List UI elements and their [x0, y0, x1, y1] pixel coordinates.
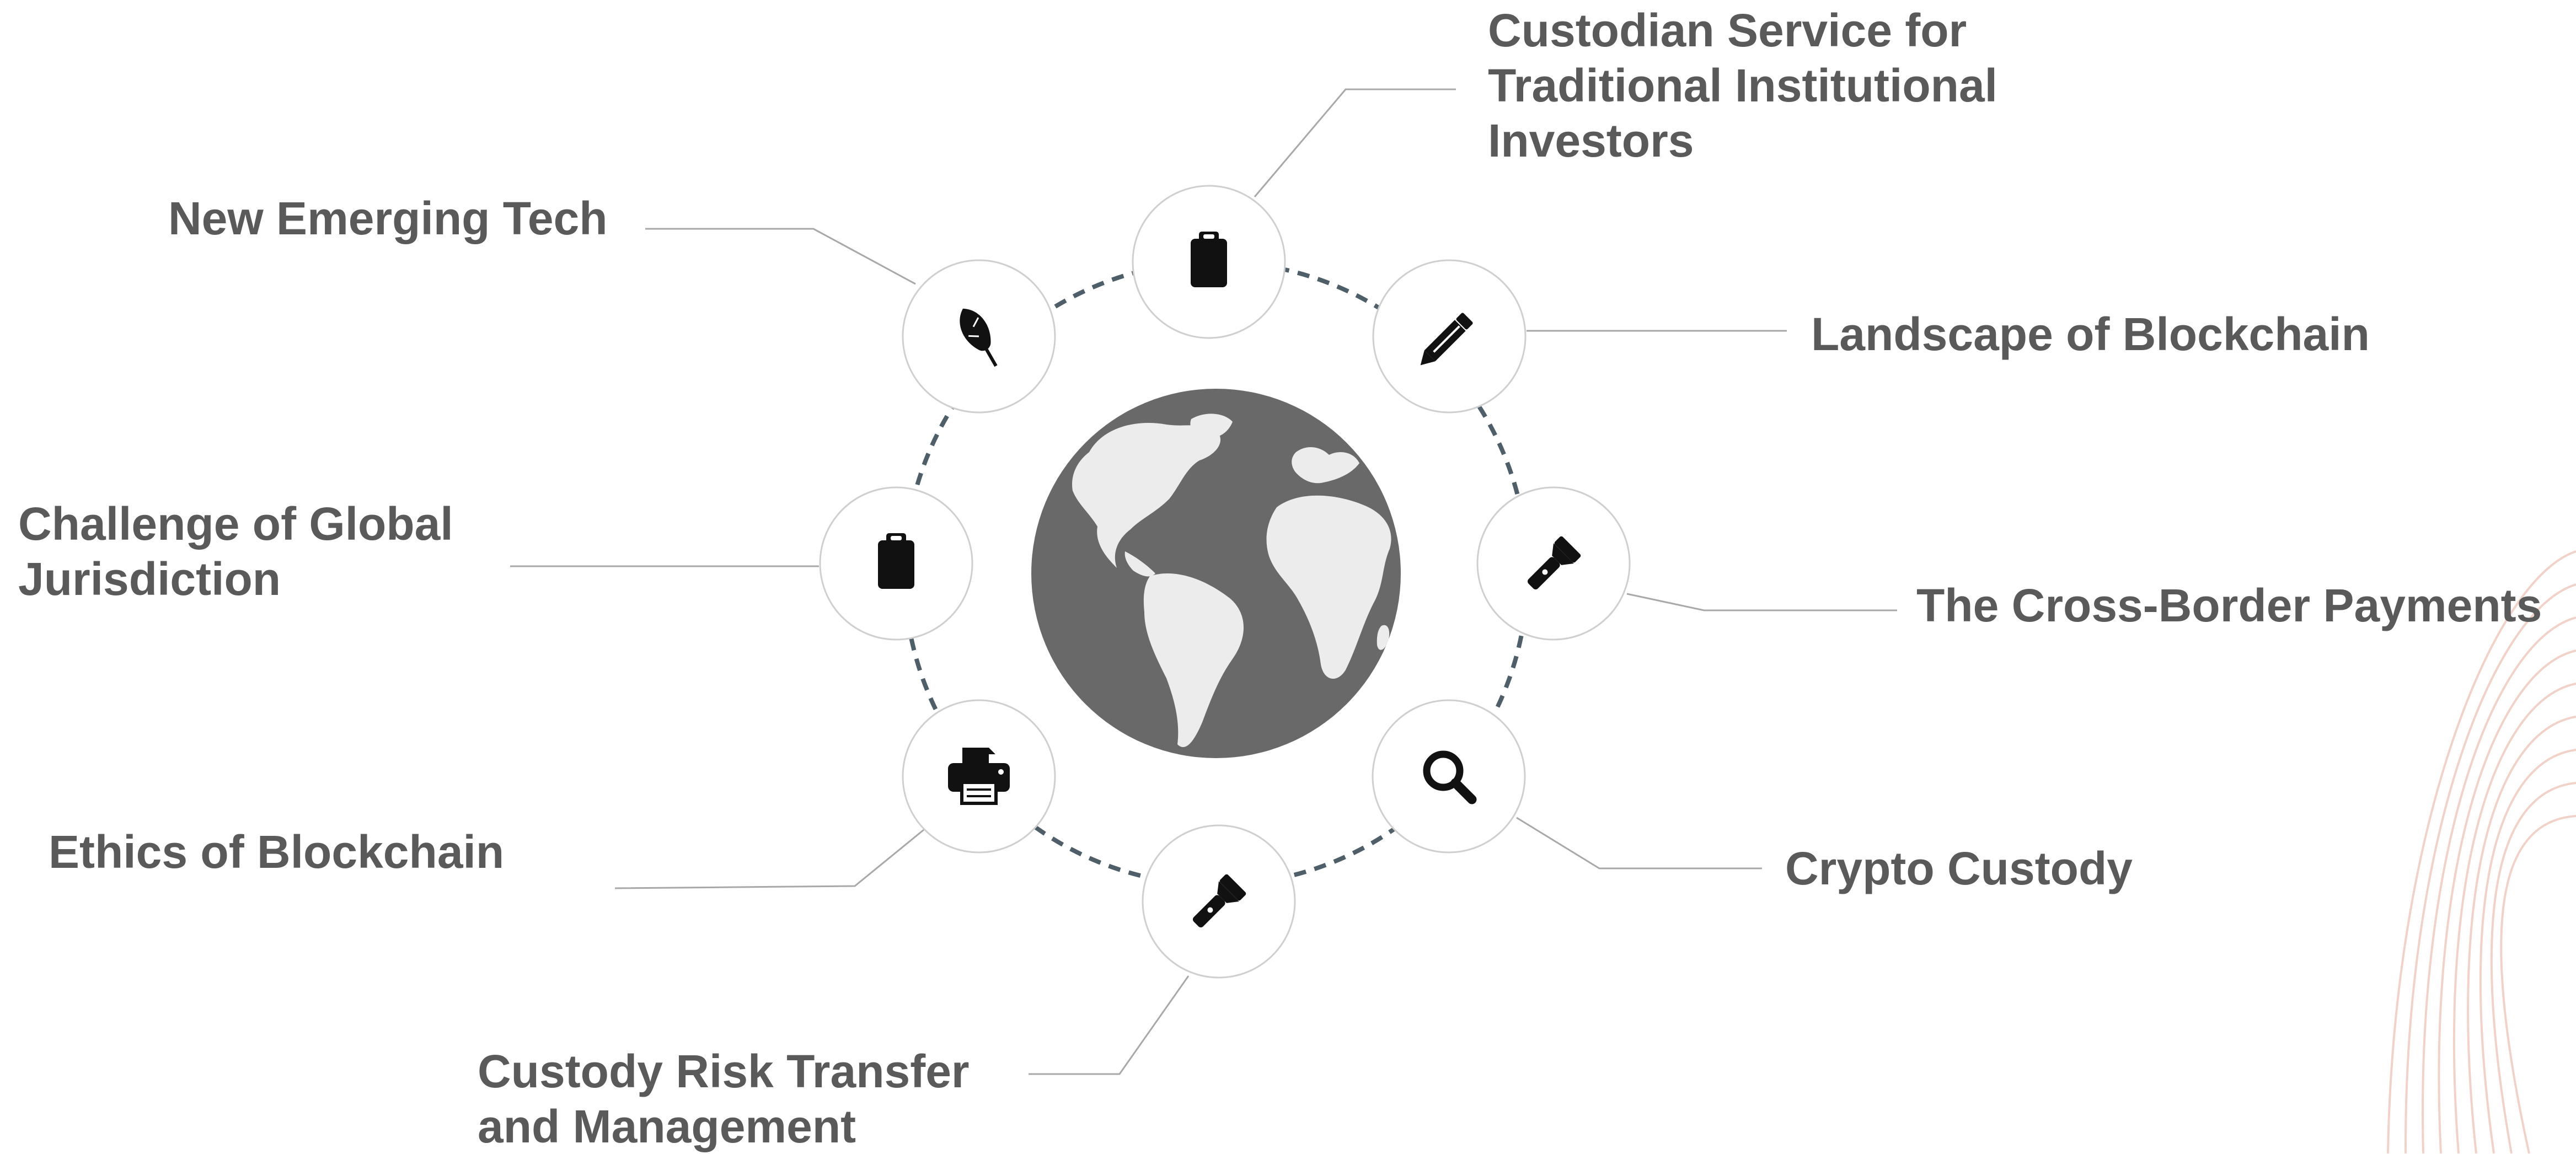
label-line: Custody Risk Transfer: [478, 1045, 970, 1097]
connector-line-custodian-service: [1254, 88, 1456, 197]
icon-nodes: [819, 185, 1631, 979]
label-crypto-custody: Crypto Custody: [1785, 841, 2133, 896]
clipboard-icon: [1191, 232, 1227, 287]
node-custodian-service: [1132, 185, 1286, 339]
decor-arc: [2404, 583, 2576, 1153]
connector-lines: [510, 88, 1897, 1075]
node-ethics-of-blockchain: [902, 699, 1056, 854]
label-cross-border-payments: The Cross-Border Payments: [1916, 578, 2542, 633]
connector-line-crypto-custody: [1516, 817, 1762, 869]
decor-arc: [2500, 815, 2576, 1153]
decor-arc: [2422, 616, 2576, 1153]
decor-arc: [2479, 749, 2576, 1153]
label-line: New Emerging Tech: [168, 192, 608, 244]
decor-arc: [2452, 683, 2576, 1153]
clipboard-icon: [878, 533, 914, 589]
feather-icon: [960, 308, 998, 367]
decor-arc: [2387, 550, 2576, 1153]
label-line: Custodian Service for: [1488, 4, 1967, 56]
connector-line-ethics-of-blockchain: [614, 829, 924, 889]
node-landscape-of-blockchain: [1372, 259, 1527, 414]
globe-icon: [1031, 389, 1401, 758]
node-circle: [1372, 699, 1526, 854]
connector-line-cross-border-payments: [1626, 593, 1897, 611]
label-line: Ethics of Blockchain: [49, 826, 505, 878]
label-new-emerging-tech: New Emerging Tech: [168, 191, 608, 246]
connector-line-new-emerging-tech: [645, 228, 916, 285]
label-line: Landscape of Blockchain: [1811, 308, 2370, 360]
node-challenge-global-jurisdiction: [819, 486, 973, 641]
background-arc-decoration: [2387, 550, 2576, 1153]
flashlight-icon: [1527, 536, 1581, 590]
node-new-emerging-tech: [902, 259, 1056, 414]
label-line: Investors: [1488, 115, 1694, 167]
pencil-icon: [1420, 313, 1473, 366]
label-line: Traditional Institutional: [1488, 60, 1997, 111]
connector-line-custody-risk-transfer: [1029, 975, 1190, 1075]
label-ethics-of-blockchain: Ethics of Blockchain: [49, 824, 504, 879]
label-line: Jurisdiction: [18, 553, 281, 605]
node-cross-border-payments: [1476, 486, 1631, 641]
node-custody-risk-transfer: [1142, 824, 1296, 979]
flashlight-icon: [1192, 874, 1246, 928]
decor-arc: [2467, 716, 2576, 1153]
node-crypto-custody: [1372, 699, 1526, 854]
label-line: Challenge of Global: [18, 498, 453, 550]
label-landscape-of-blockchain: Landscape of Blockchain: [1811, 307, 2370, 362]
label-line: and Management: [478, 1101, 856, 1152]
label-line: Crypto Custody: [1785, 842, 2133, 894]
search-icon: [1423, 750, 1477, 804]
decor-arc: [2490, 782, 2576, 1153]
decor-arc: [2438, 650, 2576, 1153]
label-line: The Cross-Border Payments: [1916, 579, 2542, 631]
printer-icon: [948, 748, 1010, 805]
